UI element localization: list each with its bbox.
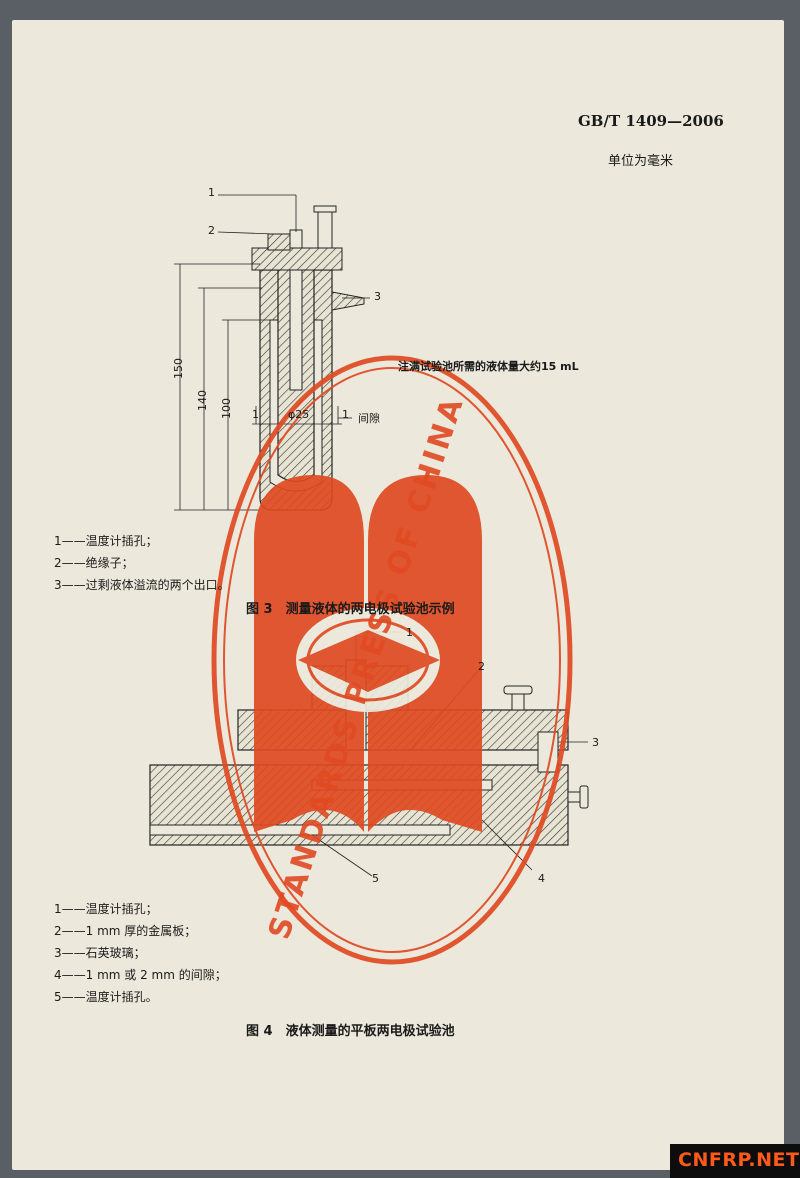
- unit-note: 单位为毫米: [608, 154, 674, 169]
- fig3-legend-1: 1——温度计插孔；: [54, 534, 158, 548]
- fig4-legend-1: 1——温度计插孔；: [54, 902, 158, 916]
- fig3-knob: [317, 209, 333, 249]
- fig3-legend-3: 3——过剩液体溢流的两个出口。: [54, 578, 230, 592]
- fig4-legend-5: 5——温度计插孔。: [54, 990, 158, 1004]
- fig4-legend-4: 4——1 mm 或 2 mm 的间隙；: [54, 968, 227, 982]
- fig3-dim-100: 100: [220, 398, 233, 419]
- fig4-top-screw: [511, 691, 525, 711]
- fig3-gap-marker-right: 1: [342, 408, 349, 421]
- fig4-legend-2: 2——1 mm 厚的金属板；: [54, 924, 197, 938]
- figure3-cell-drawing: [174, 194, 370, 511]
- fig3-caption: 图 3 测量液体的两电极试验池示例: [246, 602, 455, 617]
- fig3-dim-150: 150: [172, 358, 185, 379]
- fig4-callout-5: 5: [372, 872, 379, 885]
- fig4-caption: 图 4 液体测量的平板两电极试验池: [246, 1024, 455, 1039]
- fig3-top-cap: [251, 247, 343, 271]
- drawing-layer: [149, 194, 589, 965]
- fig3-dim-140: 140: [196, 390, 209, 411]
- fig3-fill-note: 注满试验池所需的液体量大约15 mL: [398, 360, 579, 373]
- fig3-callout-2: 2: [208, 224, 215, 237]
- site-logo[interactable]: CNFRP.NET: [670, 1144, 800, 1178]
- fig3-gap-marker-left: 1: [252, 408, 259, 421]
- fig4-callout-2: 2: [478, 660, 485, 673]
- watermark-seal: [211, 355, 573, 965]
- fig3-gap-label: 间隙: [358, 412, 380, 425]
- document-page: GB/T 1409—2006 单位为毫米: [12, 20, 784, 1170]
- fig4-callout-3: 3: [592, 736, 599, 749]
- fig3-legend-2: 2——绝缘子；: [54, 556, 134, 570]
- fig3-insulator: [267, 233, 291, 251]
- fig3-callout-1: 1: [208, 186, 215, 199]
- fig4-callout-4: 4: [538, 872, 545, 885]
- fig3-dim-diameter: φ25: [288, 408, 310, 421]
- fig4-gap-channel: [149, 824, 451, 836]
- standard-number: GB/T 1409—2006: [578, 112, 724, 130]
- fig3-callout-3: 3: [374, 290, 381, 303]
- fig3-overflow-outlet: [331, 291, 365, 311]
- fig4-legend-3: 3——石英玻璃；: [54, 946, 146, 960]
- site-logo-text: CNFRP.NET: [678, 1149, 800, 1171]
- fig4-callout-1: 1: [406, 626, 413, 639]
